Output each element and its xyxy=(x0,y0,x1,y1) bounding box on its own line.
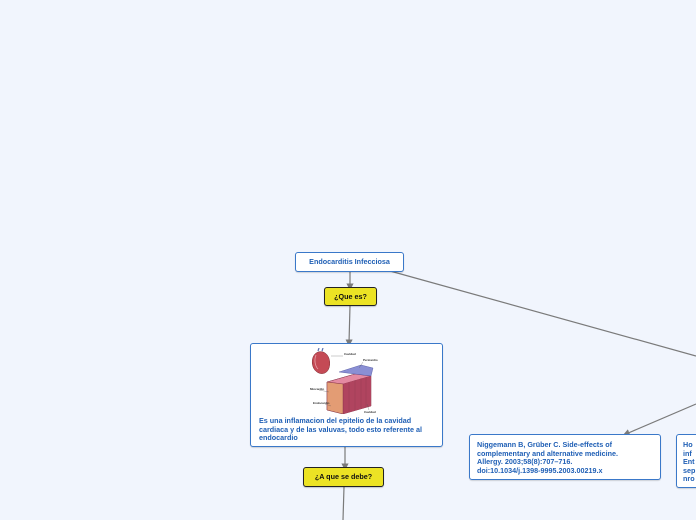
definition-text: Es una inflamacion del epitelio de la ca… xyxy=(259,417,439,443)
partial-node-line: nro xyxy=(683,475,696,484)
connector-right-to-reference xyxy=(626,404,696,434)
definition-node[interactable]: Cavidad Pericardio Miocardio Endocardio … xyxy=(250,343,443,447)
connector-a-que-se-debe-down xyxy=(343,487,344,520)
heart-wall-illustration: Cavidad Pericardio Miocardio Endocardio … xyxy=(309,348,383,414)
partial-node-right[interactable]: Ho inf Ent sep nro xyxy=(676,434,696,488)
illustration-label: Miocardio xyxy=(310,387,324,391)
illustration-label: Cavidad xyxy=(344,352,356,356)
question-label: ¿Que es? xyxy=(334,292,367,301)
question-node-a-que-se-debe[interactable]: ¿A que se debe? xyxy=(303,467,384,487)
question-node-que-es[interactable]: ¿Que es? xyxy=(324,287,377,306)
question-label: ¿A que se debe? xyxy=(315,472,372,481)
illustration-label: Cavidad xyxy=(364,410,376,414)
connector-que-es-to-definition xyxy=(349,306,350,343)
topic-title: Endocarditis Infecciosa xyxy=(309,257,390,266)
illustration-label: Endocardio xyxy=(313,401,330,405)
illustration-label: Pericardio xyxy=(363,358,378,362)
reference-line: doi:10.1034/j.1398-9995.2003.00219.x xyxy=(477,467,653,476)
topic-node-endocarditis[interactable]: Endocarditis Infecciosa xyxy=(295,252,404,272)
reference-node[interactable]: Niggemann B, Grüber C. Side-effects of c… xyxy=(469,434,661,480)
